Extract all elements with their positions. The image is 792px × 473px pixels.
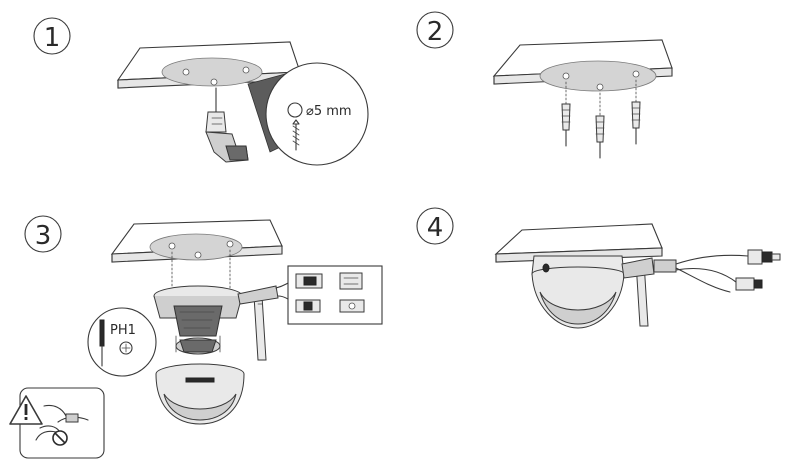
drill-bit-callout: ⌀5 mm: [265, 62, 369, 166]
mounting-hole: [168, 242, 176, 250]
camera-base-assembly: [153, 285, 243, 355]
mounting-hole: [596, 83, 604, 91]
network-connector-icon: [295, 272, 363, 290]
step-2-number: 2: [427, 17, 444, 47]
power-drill-icon: [205, 87, 249, 163]
wall-anchor-icon: [595, 92, 605, 159]
step-3: 3: [9, 215, 383, 459]
step-3-badge: 3: [24, 215, 62, 253]
connector-inset: [287, 265, 383, 325]
warning-triangle-icon: [9, 395, 43, 425]
antenna: [253, 295, 267, 361]
network-plug-icon: [747, 249, 781, 265]
dome-cover: [155, 363, 245, 425]
mounting-hole: [562, 72, 570, 80]
step-2: 2: [416, 11, 673, 159]
drill-bit-icon: [292, 119, 300, 151]
phillips-head-icon: [119, 341, 133, 355]
prohibited-icon: [52, 430, 68, 446]
step-1-number: 1: [44, 23, 61, 53]
installed-cable-cluster: [621, 249, 781, 293]
power-connector-icon: [295, 299, 365, 313]
step-1: 1 ⌀5 mm: [33, 17, 369, 166]
step-3-ceiling-plate: [110, 219, 283, 263]
hole-diameter-icon: [287, 102, 303, 118]
mounting-hole: [226, 240, 234, 248]
screwdriver-size-label: PH1: [110, 323, 136, 338]
warning-inset: [9, 387, 105, 459]
step-1-badge: 1: [33, 17, 71, 55]
screwdriver-callout: PH1: [87, 307, 157, 377]
step-2-badge: 2: [416, 11, 454, 49]
mounting-hole: [632, 70, 640, 78]
step-2-ceiling-plate: [492, 39, 673, 92]
step-3-number: 3: [35, 221, 52, 251]
screwdriver-icon: [99, 319, 105, 367]
mounting-hole: [242, 66, 250, 74]
power-plug-icon: [735, 277, 763, 291]
installed-dome-camera: [531, 255, 625, 329]
step-4-badge: 4: [416, 207, 454, 245]
wall-anchor-icon: [631, 79, 641, 145]
mounting-hole: [182, 68, 190, 76]
drill-diameter-label: ⌀5 mm: [306, 104, 352, 119]
step-4: 4: [416, 207, 781, 329]
step-4-number: 4: [427, 213, 444, 243]
wall-anchor-icon: [561, 81, 571, 147]
mounting-hole: [194, 251, 202, 259]
mounting-hole: [210, 78, 218, 86]
